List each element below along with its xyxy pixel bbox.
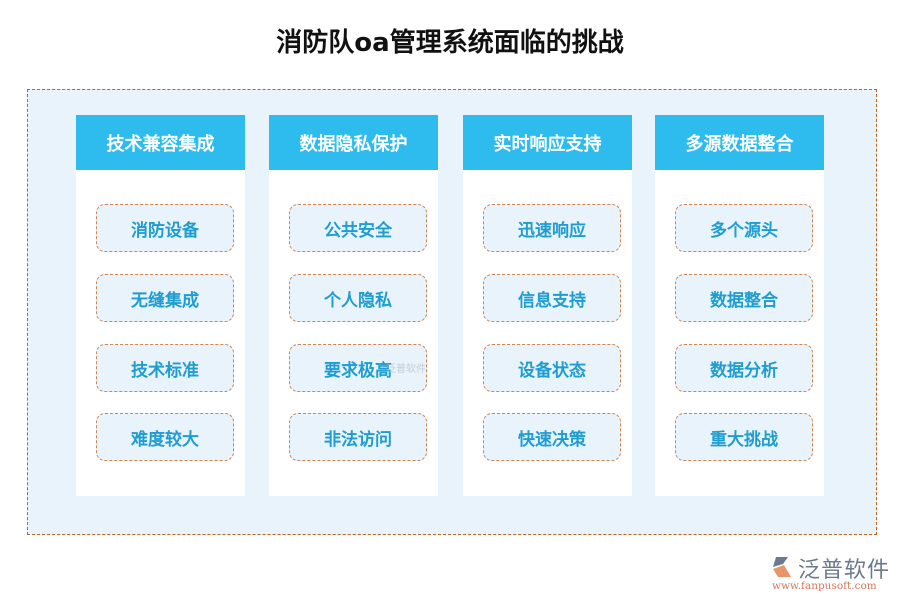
column-tech-compat: 技术兼容集成 消防设备 无缝集成 技术标准 难度较大 <box>76 115 245 496</box>
watermark: 泛普软件 <box>386 364 426 375</box>
column-header: 实时响应支持 <box>463 115 632 170</box>
challenge-item: 设备状态 <box>483 344 621 392</box>
logo-name: 泛普软件 <box>798 558 891 583</box>
logo-url: www.fanpusoft.com <box>772 580 877 592</box>
column-multi-source: 多源数据整合 多个源头 数据整合 数据分析 重大挑战 <box>655 115 824 496</box>
column-data-privacy: 数据隐私保护 公共安全 个人隐私 要求极高 非法访问 <box>269 115 438 496</box>
column-realtime-response: 实时响应支持 迅速响应 信息支持 设备状态 快速决策 <box>463 115 632 496</box>
challenge-item: 难度较大 <box>96 413 234 461</box>
challenge-item: 数据分析 <box>675 344 813 392</box>
challenge-item: 信息支持 <box>483 274 621 322</box>
logo-mark-icon <box>773 557 791 577</box>
challenge-item: 非法访问 <box>289 413 427 461</box>
challenge-item: 消防设备 <box>96 204 234 252</box>
challenge-item: 多个源头 <box>675 204 813 252</box>
column-header: 技术兼容集成 <box>76 115 245 170</box>
challenge-item: 技术标准 <box>96 344 234 392</box>
column-header: 多源数据整合 <box>655 115 824 170</box>
challenge-item: 要求极高 <box>289 344 427 392</box>
challenge-item: 数据整合 <box>675 274 813 322</box>
column-header: 数据隐私保护 <box>269 115 438 170</box>
challenge-item: 个人隐私 <box>289 274 427 322</box>
challenge-item: 快速决策 <box>483 413 621 461</box>
challenge-item: 重大挑战 <box>675 413 813 461</box>
challenge-item: 迅速响应 <box>483 204 621 252</box>
brand-logo: 泛普软件 www.fanpusoft.com <box>770 552 895 596</box>
challenge-item: 无缝集成 <box>96 274 234 322</box>
challenge-item: 公共安全 <box>289 204 427 252</box>
page-title: 消防队oa管理系统面临的挑战 <box>276 28 624 58</box>
